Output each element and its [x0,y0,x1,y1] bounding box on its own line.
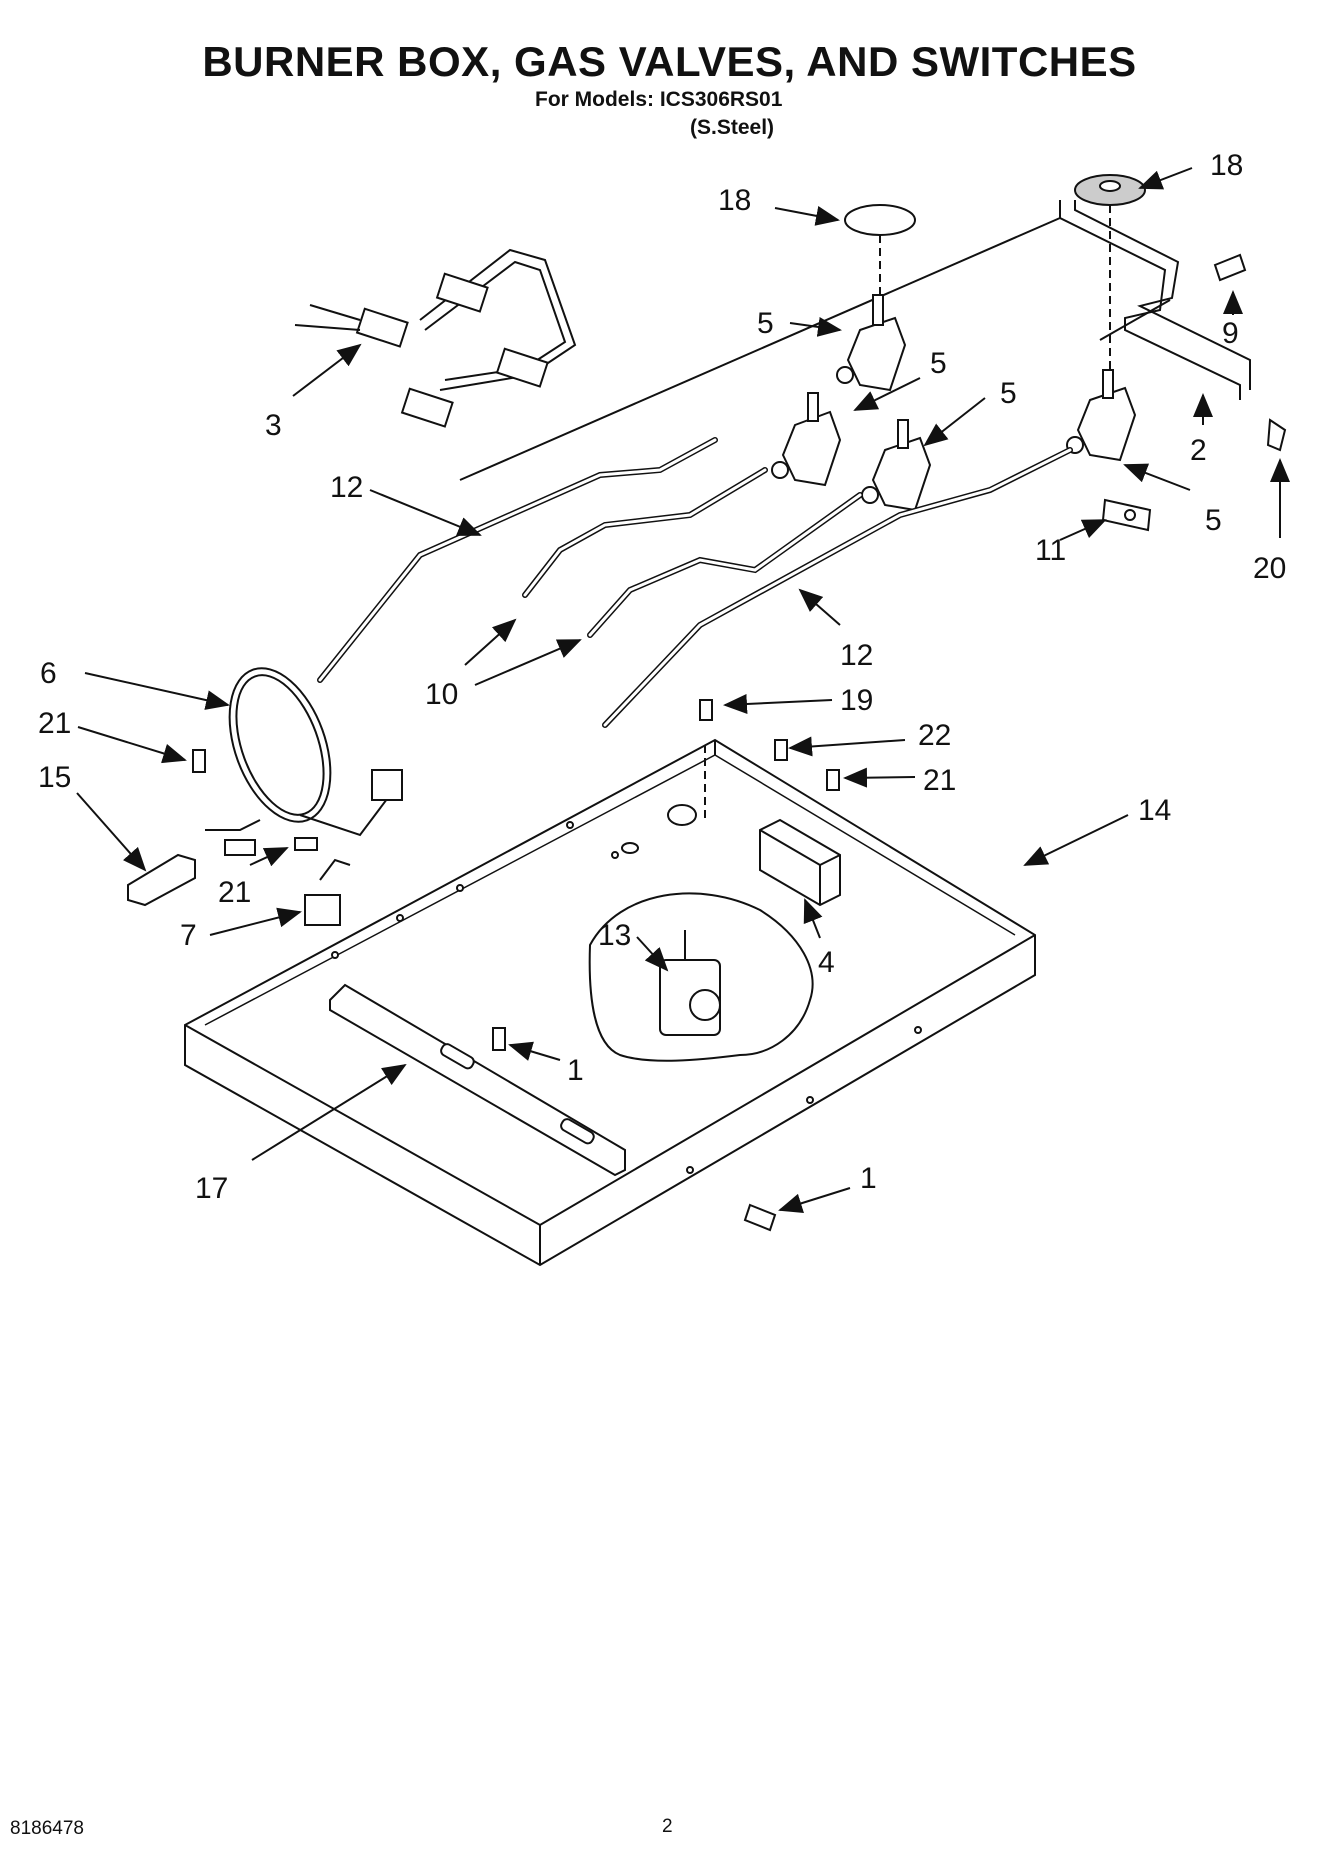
callout-21-right: 21 [923,764,956,797]
callout-14: 14 [1138,794,1171,827]
finish-line: (S.Steel) [690,116,775,139]
callout-4: 4 [818,946,835,979]
valve-4 [1066,369,1137,462]
callout-21-lower: 21 [218,876,251,909]
diagram-title: BURNER BOX, GAS VALVES, AND SWITCHES [202,38,1137,85]
callout-15: 15 [38,761,71,794]
callout-5-a: 5 [757,307,774,340]
callout-21-left: 21 [38,707,71,740]
callout-17: 17 [195,1172,228,1205]
callout-3: 3 [265,409,282,442]
callout-10: 10 [425,678,458,711]
callout-5-c: 5 [1000,377,1017,410]
valve-cap-right [1074,174,1146,370]
callout-9: 9 [1222,317,1239,350]
callout-1-upper: 1 [567,1054,584,1087]
callout-6: 6 [40,657,57,690]
terminal-bracket [127,853,196,907]
callout-20: 20 [1253,552,1286,585]
page-number: 2 [662,1816,673,1837]
switch-harness [294,248,577,428]
spark-module [659,930,721,1036]
valve-cap-left [844,204,916,295]
valve-3 [861,419,932,512]
leader-lines [76,167,1290,1213]
gas-manifold [459,200,1251,481]
callout-13: 13 [598,919,631,952]
control-bracket [329,983,626,1177]
power-cord [205,667,403,856]
callout-19: 19 [840,684,873,717]
ignition-switch [304,858,351,926]
callout-12-upper: 12 [330,471,363,504]
callout-2: 2 [1190,434,1207,467]
callout-5-b: 5 [930,347,947,380]
callout-11: 11 [1035,534,1066,567]
callout-22: 22 [918,719,951,752]
valve-1 [836,294,907,392]
orifice-gasket [1101,498,1152,532]
callout-7: 7 [180,919,197,952]
callout-18-left: 18 [718,184,751,217]
screws [192,253,1287,1232]
callout-labels: 18 18 9 5 5 5 5 2 20 3 12 11 12 10 6 21 … [38,149,1286,1205]
valve-2 [771,392,842,487]
models-line: For Models: ICS306RS01 [535,88,783,111]
callout-18-right: 18 [1210,149,1243,182]
callout-5-d: 5 [1205,504,1222,537]
callout-1-lower: 1 [860,1162,877,1195]
document-part-number: 8186478 [10,1818,84,1839]
callout-12-lower: 12 [840,639,873,672]
